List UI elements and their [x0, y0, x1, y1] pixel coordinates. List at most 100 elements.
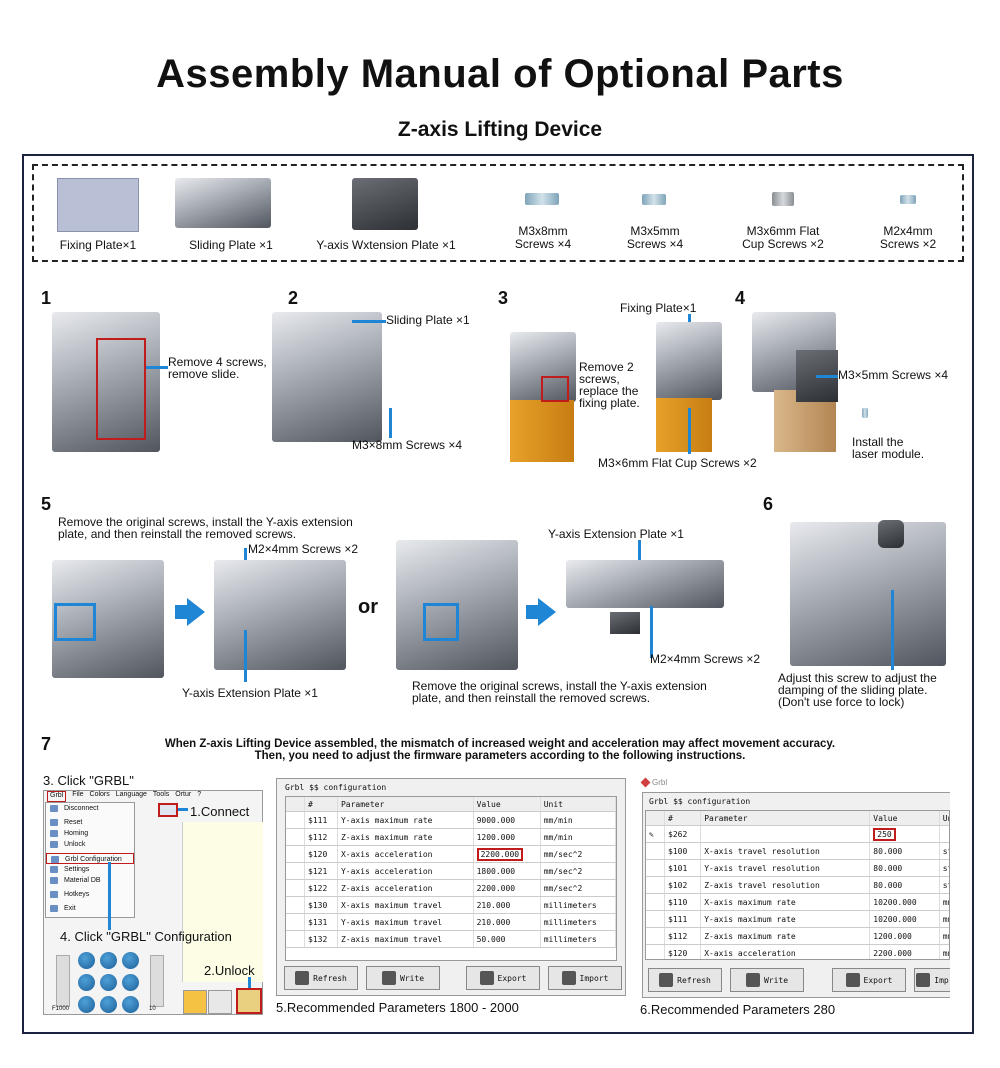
highlighted-value[interactable]: 2200.000: [476, 847, 524, 861]
menu-homing[interactable]: Homing: [46, 828, 134, 839]
table-cell[interactable]: 210.000: [473, 896, 541, 914]
sliding-plate-image: [175, 178, 271, 228]
table-cell[interactable]: 250: [869, 825, 940, 843]
lightning-icon[interactable]: [183, 990, 207, 1014]
table-cell[interactable]: 2200.000: [473, 879, 541, 897]
column-header: Value: [473, 797, 541, 812]
table-cell: mm/s: [939, 944, 949, 959]
jog-n-icon[interactable]: [100, 952, 117, 969]
table-cell[interactable]: 1200.000: [473, 828, 541, 846]
home-tool-icon[interactable]: [208, 990, 232, 1014]
unlock-button-icon[interactable]: [236, 988, 262, 1014]
menu-help[interactable]: ?: [197, 791, 202, 798]
menu-grbl[interactable]: Grbl: [47, 791, 67, 802]
jog-sw-icon[interactable]: [78, 996, 95, 1013]
table-cell: mm/min: [540, 828, 616, 846]
table-cell[interactable]: 10200.000: [869, 893, 940, 911]
table-cell[interactable]: 1200.000: [869, 927, 940, 945]
table-cell: millimeters: [540, 896, 616, 914]
config-2-import-button[interactable]: Imp: [914, 968, 950, 992]
menu-disconnect[interactable]: Disconnect: [46, 803, 134, 814]
config-1-refresh-button[interactable]: Refresh: [284, 966, 358, 990]
click-config-label: 4. Click "GRBL" Configuration: [60, 929, 232, 944]
jog-home-icon[interactable]: [100, 974, 117, 991]
menu-ortur[interactable]: Ortur: [175, 791, 192, 798]
step-1-note: Remove 4 screws, remove slide.: [168, 355, 267, 381]
export-label: Export: [497, 973, 527, 983]
row-marker: [646, 859, 665, 877]
highlighted-value[interactable]: 250: [873, 827, 896, 841]
table-cell[interactable]: 1800.000: [473, 862, 541, 880]
menu-tools[interactable]: Tools: [152, 791, 170, 798]
speed-slider[interactable]: [150, 955, 164, 1007]
config-1-export-button[interactable]: Export: [466, 966, 540, 990]
table-cell[interactable]: 2200.000: [869, 944, 940, 959]
jog-s-icon[interactable]: [100, 996, 117, 1013]
table-cell: Z-axis maximum rate: [700, 927, 871, 945]
table-cell[interactable]: 80.000: [869, 876, 940, 894]
connect-button[interactable]: [158, 803, 178, 817]
table-cell[interactable]: 9000.000: [473, 811, 541, 829]
column-header: Parameter: [337, 797, 474, 812]
jog-nw-icon[interactable]: [78, 952, 95, 969]
jog-se-icon[interactable]: [122, 996, 139, 1013]
jog-w-icon[interactable]: [78, 974, 95, 991]
menu-file[interactable]: File: [72, 791, 84, 798]
menu-reset[interactable]: Reset: [46, 817, 134, 828]
menu-exit[interactable]: Exit: [46, 903, 134, 914]
menu-material-db[interactable]: Material DB: [46, 875, 134, 886]
table-cell[interactable]: 80.000: [869, 842, 940, 860]
step-5-note-bottom: Remove the original screws, install the …: [412, 679, 707, 705]
menu-unlock[interactable]: Unlock: [46, 839, 134, 850]
menu-colors[interactable]: Colors: [89, 791, 110, 798]
menu-hotkeys[interactable]: Hotkeys: [46, 889, 134, 900]
table-cell: $102: [664, 876, 702, 894]
step-4-number: 4: [735, 288, 746, 308]
m2x4-screw-image: [900, 195, 916, 204]
step-2-pointer-top: [352, 320, 386, 323]
step-6-note: Adjust this screw to adjust the damping …: [778, 671, 937, 709]
connect-pointer: [178, 808, 188, 811]
step-4-screw-icon: [862, 408, 868, 418]
jog-e-icon[interactable]: [122, 974, 139, 991]
step-5-callout-plate-left: Y-axis Extension Plate ×1: [182, 686, 318, 700]
menu-grbl-configuration[interactable]: Grbl Configuration: [46, 853, 134, 864]
config-2-refresh-button[interactable]: Refresh: [648, 968, 722, 992]
refresh-icon: [659, 973, 674, 987]
table-cell: [939, 825, 949, 843]
table-cell[interactable]: 10200.000: [869, 910, 940, 928]
jog-ne-icon[interactable]: [122, 952, 139, 969]
step-5-highlight-c: [423, 603, 459, 641]
config-1-import-button[interactable]: Import: [548, 966, 622, 990]
table-cell[interactable]: 80.000: [869, 859, 940, 877]
table-cell: $121: [304, 862, 338, 880]
config-1-write-button[interactable]: Write: [366, 966, 440, 990]
step-5-highlight-a: [54, 603, 96, 641]
config-2-export-button[interactable]: Export: [832, 968, 906, 992]
feed-slider[interactable]: [56, 955, 70, 1007]
config-2-write-button[interactable]: Write: [730, 968, 804, 992]
table-cell[interactable]: 50.000: [473, 930, 541, 948]
menu-settings[interactable]: Settings: [46, 864, 134, 875]
step-3-pointer-bottom: [688, 408, 691, 454]
menu-language[interactable]: Language: [115, 791, 147, 798]
table-cell[interactable]: 210.000: [473, 913, 541, 931]
table-cell: step: [939, 859, 949, 877]
table-cell[interactable]: 2200.000: [473, 845, 541, 863]
